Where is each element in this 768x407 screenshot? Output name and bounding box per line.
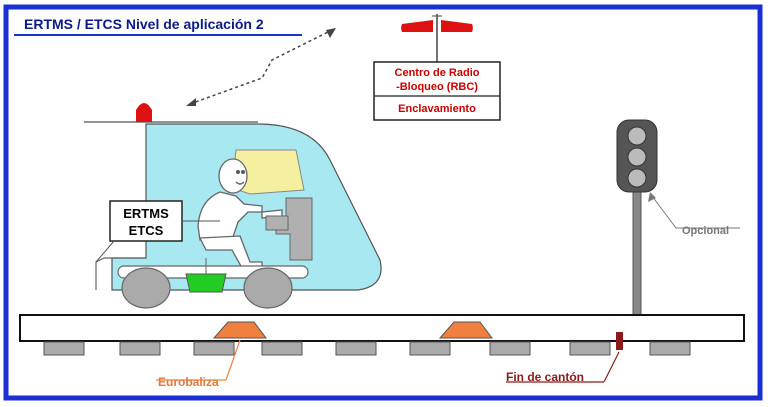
rbc-box: Centro de Radio -Bloqueo (RBC) Enclavami… (373, 61, 501, 121)
eurobalise-1 (212, 321, 267, 339)
label-opcional: Opcional (682, 225, 729, 237)
label-fin-canton: Fin de cantón (506, 370, 584, 384)
sleepers (43, 341, 691, 356)
onboard-box: ERTMS ETCS (95, 200, 220, 263)
balise-antenna-box (185, 273, 227, 293)
rbc-line2: -Bloqueo (RBC) (396, 81, 478, 93)
onboard-line2: ETCS (129, 223, 164, 238)
fin-canton-marker (616, 332, 623, 350)
radio-antenna-icon (401, 14, 473, 64)
rbc-line3: Enclavamiento (398, 103, 476, 115)
train (84, 103, 382, 309)
rbc-line1: Centro de Radio (395, 67, 480, 79)
wheel-rear (243, 267, 293, 309)
radio-link-icon (186, 28, 336, 106)
cab-console (265, 197, 313, 261)
diagram-title: ERTMS / ETCS Nivel de aplicación 2 (24, 16, 264, 32)
label-eurobaliza: Eurobaliza (158, 375, 219, 389)
driver-figure-icon (197, 158, 283, 269)
eurobalise-2 (438, 321, 493, 339)
track-rail (19, 314, 745, 342)
onboard-line1: ERTMS (123, 206, 169, 221)
wheel-front (121, 267, 171, 309)
beacon-light-icon (136, 103, 152, 122)
